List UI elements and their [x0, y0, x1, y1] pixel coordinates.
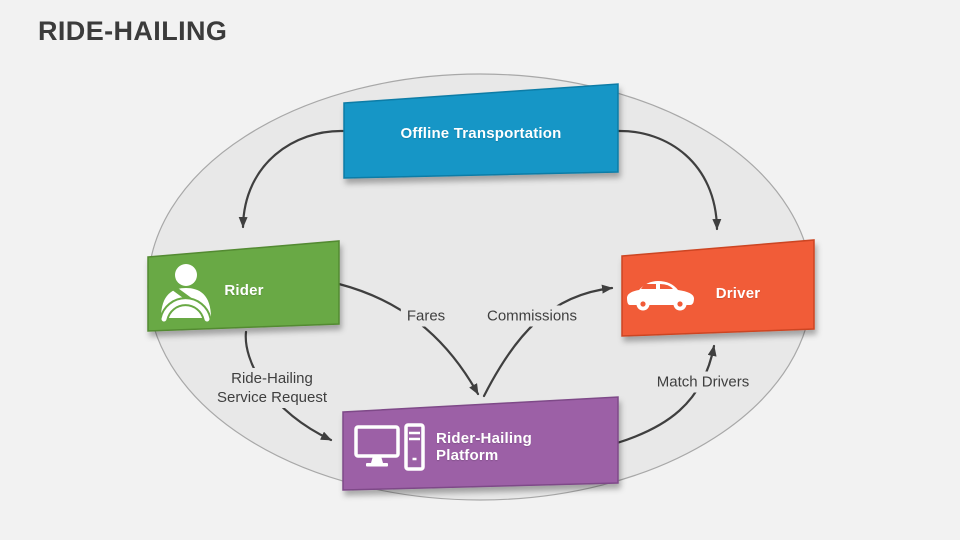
node-driver-shape [621, 239, 815, 337]
rider-icon [159, 264, 212, 322]
computer-icon [354, 423, 425, 471]
edge-label-service-request-line2: Service Request [216, 389, 328, 406]
arrow-offline-to-rider [238, 129, 345, 229]
edge-label-service-request-line1: Ride-Hailing [231, 370, 313, 387]
node-rider-hailing-platform [342, 396, 619, 491]
node-rider [147, 240, 340, 332]
node-offline-shape [343, 83, 619, 179]
edge-label-commissions: Commissions [480, 305, 584, 327]
edge-label-service-request: Ride-Hailing Service Request [210, 368, 334, 408]
edge-label-fares: Fares [400, 305, 452, 327]
node-platform-shape [342, 396, 619, 491]
node-offline-transportation [343, 83, 619, 179]
page-title: RIDE-HAILING [38, 16, 228, 46]
edge-label-match-drivers: Match Drivers [650, 371, 756, 393]
arrow-platform-match-to-driver [615, 344, 717, 445]
node-driver [621, 239, 815, 337]
arrow-offline-to-driver [616, 129, 722, 231]
car-icon [627, 281, 694, 311]
